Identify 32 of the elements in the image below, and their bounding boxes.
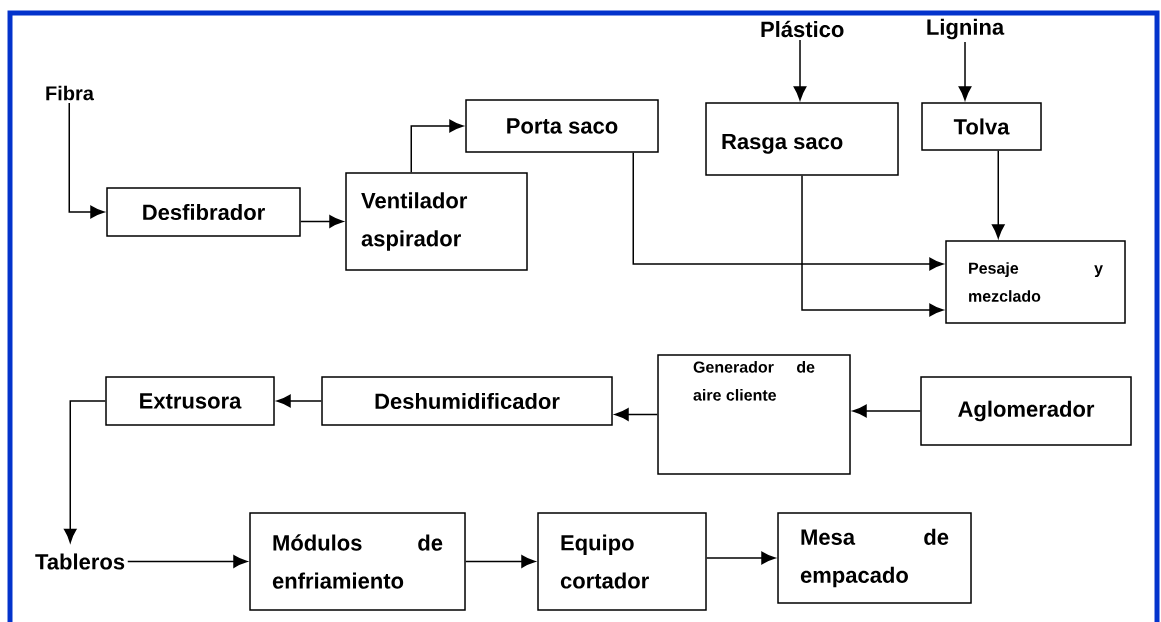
input-label: Fibra [46,85,95,101]
process-box: Rasga saco [705,102,899,176]
arrow [852,404,921,418]
arrow [991,150,1005,239]
arrow [63,400,106,543]
process-box: Deshumidificador [321,376,613,426]
arrow [793,39,807,101]
process-box: Aglomerador [920,376,1132,446]
process-box: Equipo cortador [537,512,707,611]
arrow [465,555,536,568]
process-box: Porta saco [465,99,659,153]
arrow [632,152,944,271]
output-label: Tableros [35,553,125,570]
process-box: Extrusora [105,376,275,426]
arrow [276,394,322,408]
arrow [410,119,464,173]
arrow [614,408,658,421]
process-box: Pesaje y mezclado [945,240,1126,324]
arrow [706,551,776,565]
arrow [801,175,944,317]
arrow [127,555,248,568]
process-box: Módulos de enfriamiento [249,512,466,611]
input-label: Lignina [927,18,1005,40]
process-box: Generador de aire cliente [657,354,851,475]
process-box: Mesa de empacado [777,512,972,604]
input-label: Plástico [761,20,844,38]
process-box: Tolva [921,102,1042,151]
arrow [958,41,972,101]
arrow [300,215,344,228]
process-box: Desfibrador [106,187,301,237]
arrow [68,102,105,219]
process-box: Ventilador aspirador [345,172,528,271]
